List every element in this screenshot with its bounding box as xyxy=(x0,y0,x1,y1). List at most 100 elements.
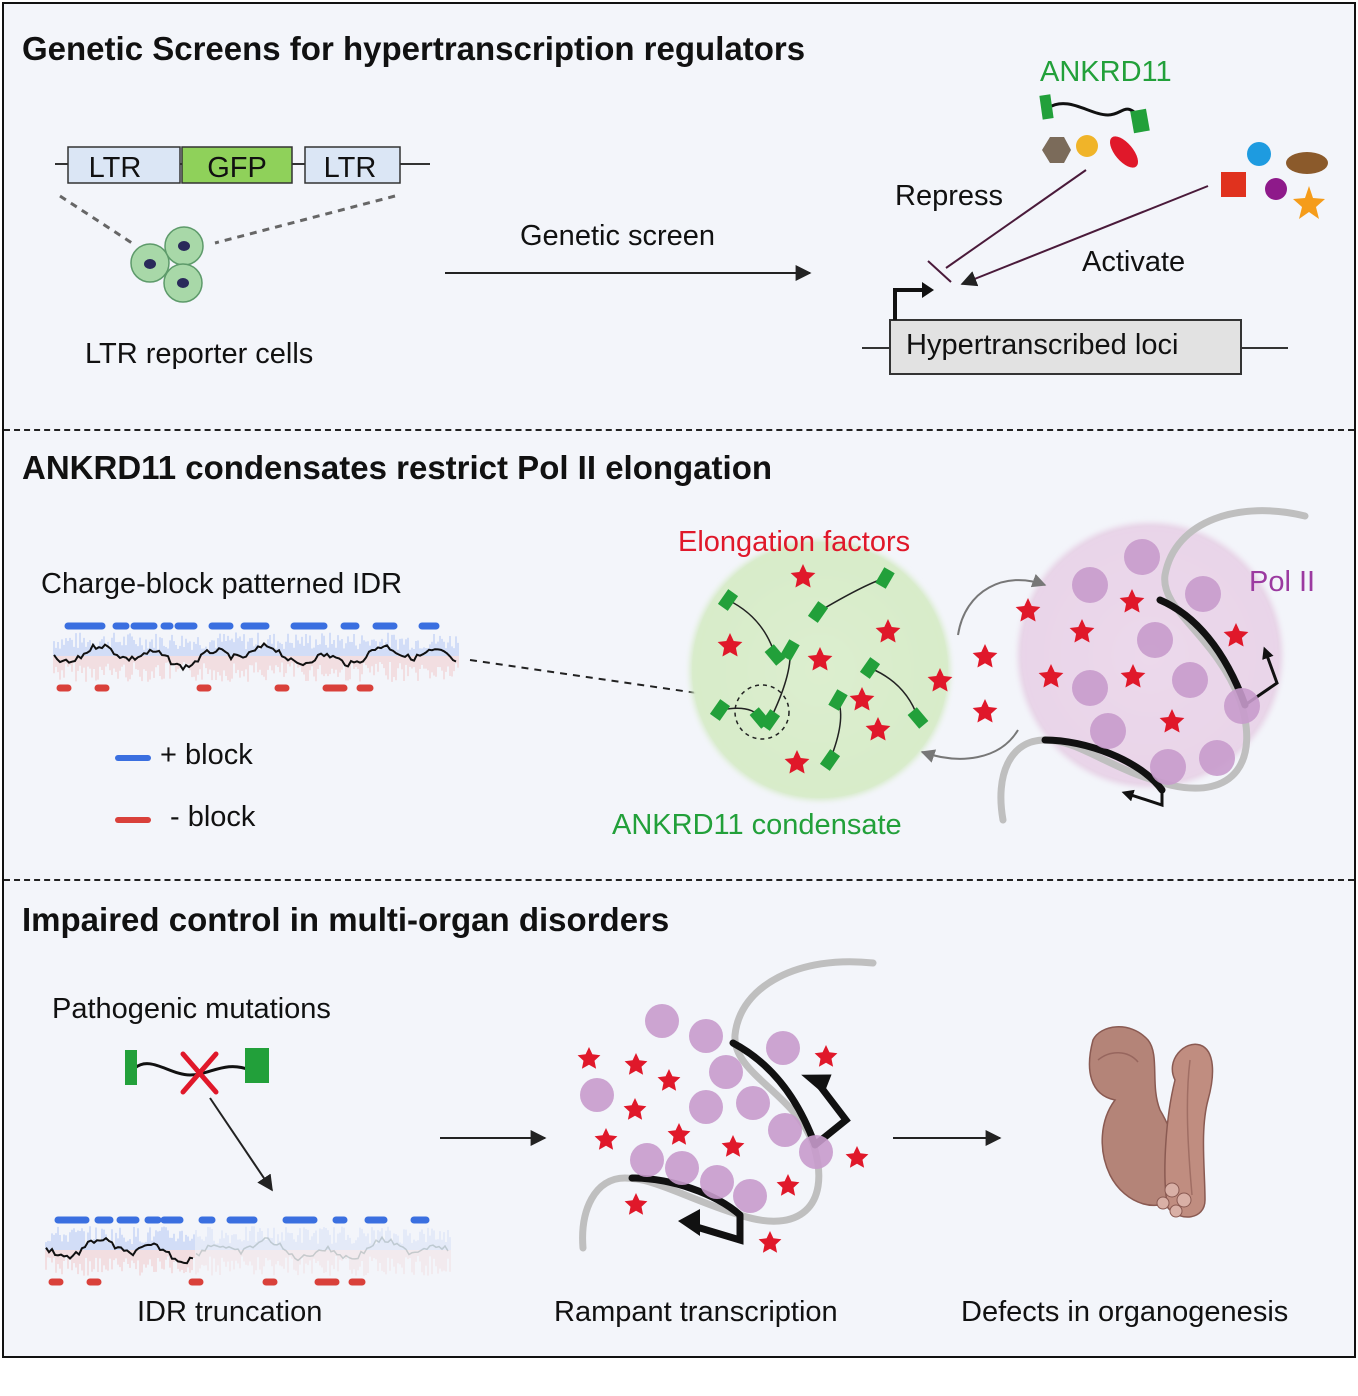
idr-label: Charge-block patterned IDR xyxy=(41,568,403,600)
elongation-star xyxy=(758,1231,782,1253)
elongation-star xyxy=(577,1047,601,1069)
rampant-pol2-molecules xyxy=(580,1004,833,1213)
repress-label: Repress xyxy=(895,180,1003,212)
elongation-star xyxy=(1159,709,1185,733)
defects-organogenesis-label: Defects in organogenesis xyxy=(961,1296,1289,1328)
panel3-title: Impaired control in multi-organ disorder… xyxy=(22,901,670,938)
elongation-star xyxy=(865,717,891,741)
elongation-star xyxy=(875,619,901,643)
pol2-dot xyxy=(700,1165,734,1199)
elongation-star xyxy=(849,687,875,711)
pol2-dot xyxy=(1072,670,1108,706)
elongation-star xyxy=(807,647,833,671)
ankrd11-end xyxy=(780,639,800,661)
rampant-elongation-stars xyxy=(577,1045,869,1253)
pol2-label: Pol II xyxy=(1249,566,1316,598)
zoom-circle xyxy=(734,684,790,740)
divider-1 xyxy=(4,429,1354,431)
panel1-title: Genetic Screens for hypertranscription r… xyxy=(22,30,806,67)
ankrd11-protein-icon xyxy=(1039,94,1150,134)
ankrd11-label: ANKRD11 xyxy=(1040,56,1172,88)
elongation-star xyxy=(927,668,953,692)
elongation-star xyxy=(624,1193,648,1215)
rampant-transcription-label: Rampant transcription xyxy=(554,1296,838,1328)
elongation-star xyxy=(1120,664,1146,688)
ankrd11-end xyxy=(717,589,739,611)
elongation-factors-label: Elongation factors xyxy=(678,526,911,558)
reporter-cells-icon xyxy=(130,226,204,303)
truncated-idr-plot xyxy=(45,1226,451,1276)
truncated-idr-block-markers xyxy=(48,1216,430,1286)
ankrd11-end xyxy=(828,689,848,711)
elongation-star xyxy=(1015,598,1041,622)
pol2-dot xyxy=(736,1086,770,1120)
ltr-gfp-construct: LTR GFP LTR xyxy=(55,146,430,247)
ltr-left-text: LTR xyxy=(89,152,142,184)
pol2-dot xyxy=(1150,749,1186,785)
pol2-dot xyxy=(580,1078,614,1112)
pol2-dot xyxy=(1124,539,1160,575)
elongation-star xyxy=(1119,589,1145,613)
activate-arrow xyxy=(960,185,1209,287)
elongation-star xyxy=(776,1174,800,1196)
ankrd11-end xyxy=(819,749,841,771)
ankrd11-end xyxy=(807,601,829,623)
exchange-arrow-bottom xyxy=(920,729,1019,763)
gfp-box xyxy=(181,146,293,184)
elongation-star xyxy=(1038,664,1064,688)
pol2-dot xyxy=(689,1019,723,1053)
ankrd11-end xyxy=(875,567,895,589)
idr-charge-plot xyxy=(53,632,459,682)
ltr-right-box xyxy=(304,146,401,184)
legend-minus-label: - block xyxy=(170,801,256,833)
ankrd11-end xyxy=(764,644,786,666)
elongation-star xyxy=(1069,619,1095,643)
condensate-label: ANKRD11 condensate xyxy=(612,809,902,841)
pol2-dot xyxy=(1137,622,1173,658)
hypertranscribed-loci-label: Hypertranscribed loci xyxy=(906,329,1179,361)
ltr-left-box xyxy=(67,146,181,184)
elongation-star xyxy=(721,1135,745,1157)
pol2-dot xyxy=(689,1090,723,1124)
reporter-cells-label: LTR reporter cells xyxy=(85,338,314,370)
pol2-dot xyxy=(1185,576,1221,612)
pol2-dot xyxy=(1199,740,1235,776)
condensate-ankrd11-molecules xyxy=(709,567,929,771)
elongation-star xyxy=(717,633,743,657)
elongation-star xyxy=(624,1053,648,1075)
elongation-star xyxy=(667,1123,691,1145)
pol2-dot xyxy=(1172,662,1208,698)
elongation-star xyxy=(1223,623,1249,647)
panel2-title: ANKRD11 condensates restrict Pol II elon… xyxy=(22,449,773,486)
mutated-ankrd11-icon xyxy=(125,1048,269,1095)
pol2-dna xyxy=(997,507,1309,824)
ankrd11-end xyxy=(907,707,929,729)
genetic-screen-label: Genetic screen xyxy=(520,220,716,252)
ankrd11-end xyxy=(749,707,771,729)
truncation-arrow xyxy=(209,1097,273,1192)
elongation-star xyxy=(972,699,998,723)
pol2-dot xyxy=(1090,713,1126,749)
legend-plus-label: + block xyxy=(160,739,253,771)
elongation-factor-stars xyxy=(717,564,1249,774)
activate-label: Activate xyxy=(1082,246,1186,278)
pol2-dot xyxy=(768,1113,802,1147)
hypertranscribed-loci-locus xyxy=(862,282,1288,375)
pol2-dot xyxy=(665,1151,699,1185)
repress-line xyxy=(927,169,1087,283)
ankrd11-end xyxy=(859,657,881,679)
elongation-star xyxy=(594,1128,618,1150)
exchange-arrow-top xyxy=(957,574,1047,636)
pol2-dot xyxy=(733,1179,767,1213)
pol2-dot xyxy=(630,1143,664,1177)
elongation-star xyxy=(790,564,816,588)
pol2-dot xyxy=(766,1031,800,1065)
pol2-dot xyxy=(645,1004,679,1038)
idr-truncation-label: IDR truncation xyxy=(137,1296,323,1328)
elongation-star xyxy=(623,1098,647,1120)
elongation-star xyxy=(784,750,810,774)
idr-block-markers xyxy=(56,622,440,692)
pol2-molecules xyxy=(1072,539,1260,785)
regulator-shapes xyxy=(1042,135,1328,219)
